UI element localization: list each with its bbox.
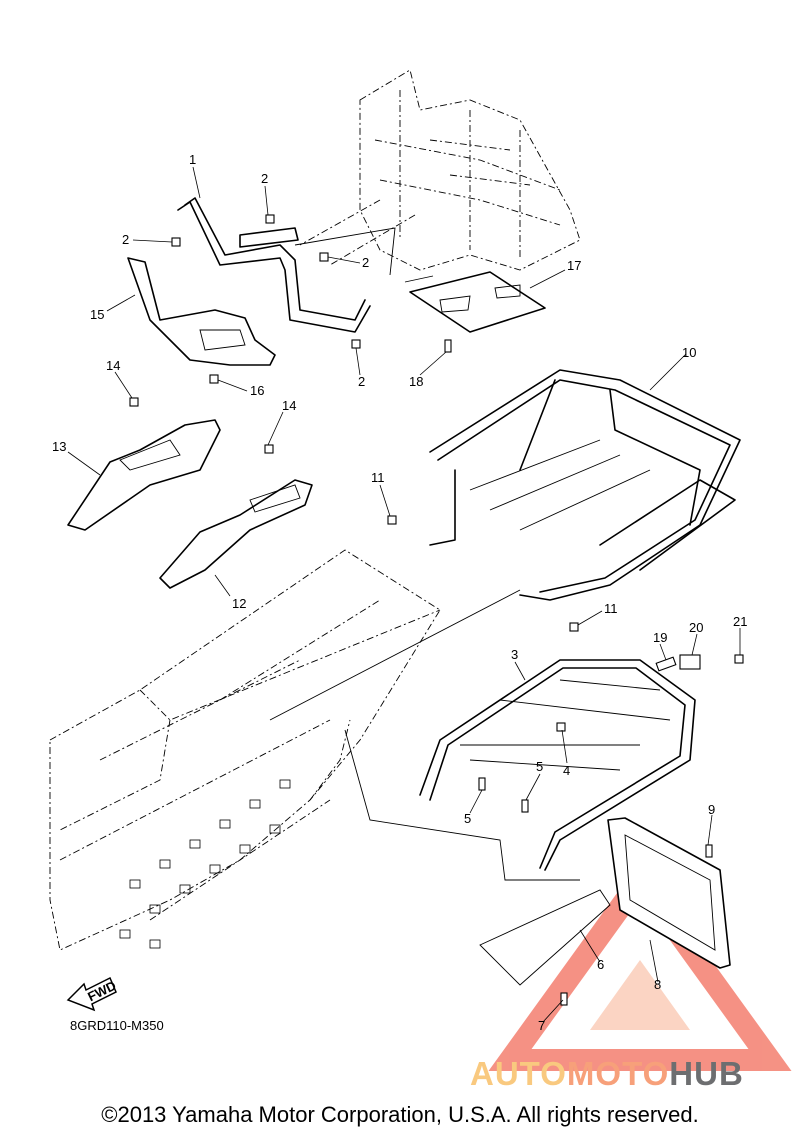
part-1-front-bumper[interactable] — [177, 197, 371, 333]
part-6-flap-shield[interactable] — [479, 889, 611, 986]
callout-2: 2 — [362, 255, 369, 270]
callout-3: 3 — [511, 647, 518, 662]
callout-8: 8 — [654, 977, 661, 992]
chassis-tunnel-reference — [49, 549, 441, 951]
part-10-rear-rack[interactable] — [429, 369, 741, 601]
copyright-notice: ©2013 Yamaha Motor Corporation, U.S.A. A… — [101, 1102, 699, 1127]
callout-12: 12 — [232, 596, 246, 611]
callout-4: 4 — [563, 763, 570, 778]
watermark-hub: HUB — [669, 1055, 744, 1092]
callout-9: 9 — [708, 802, 715, 817]
callout-6: 6 — [597, 957, 604, 972]
callout-7: 7 — [538, 1018, 545, 1033]
callout-10: 10 — [682, 345, 696, 360]
callout-17: 17 — [567, 258, 581, 273]
watermark-logo — [488, 861, 792, 1071]
callout-14: 14 — [106, 358, 120, 373]
callout-14: 14 — [282, 398, 296, 413]
diagram-code: 8GRD110-M350 — [70, 1018, 164, 1033]
callout-13: 13 — [52, 439, 66, 454]
fasteners — [129, 214, 744, 1006]
engine-frame-reference — [299, 69, 581, 271]
callouts: 1 2 2 2 2 3 4 5 5 6 7 8 9 10 11 11 12 13… — [52, 152, 747, 1033]
callout-20: 20 — [689, 620, 703, 635]
callout-5: 5 — [464, 811, 471, 826]
callout-2: 2 — [358, 374, 365, 389]
callout-11: 11 — [371, 470, 385, 485]
fwd-arrow: FWD — [66, 976, 118, 1012]
callout-1: 1 — [189, 152, 196, 167]
callout-2: 2 — [261, 171, 268, 186]
watermark-auto: AUTO — [470, 1055, 567, 1092]
part-15-nose-cover[interactable] — [127, 257, 276, 366]
callout-11: 11 — [604, 601, 618, 616]
callout-19: 19 — [653, 630, 667, 645]
callout-2: 2 — [122, 232, 129, 247]
part-3-rear-carrier[interactable] — [419, 659, 696, 871]
watermark-moto: MOTO — [566, 1055, 670, 1092]
callout-18: 18 — [409, 374, 423, 389]
callout-21: 21 — [733, 614, 747, 629]
callout-16: 16 — [250, 383, 264, 398]
leader-lines — [67, 166, 741, 1023]
tunnel-slots — [119, 779, 291, 949]
part-12-side-panel[interactable] — [159, 479, 313, 589]
watermark-text: AUTOMOTOHUB — [470, 1055, 744, 1093]
part-8-mudflap[interactable] — [607, 817, 731, 969]
callout-15: 15 — [90, 307, 104, 322]
part-13-side-panel[interactable] — [67, 419, 221, 531]
callout-5: 5 — [536, 759, 543, 774]
part-17-plate[interactable] — [409, 271, 546, 333]
fwd-label: FWD — [85, 978, 118, 1004]
